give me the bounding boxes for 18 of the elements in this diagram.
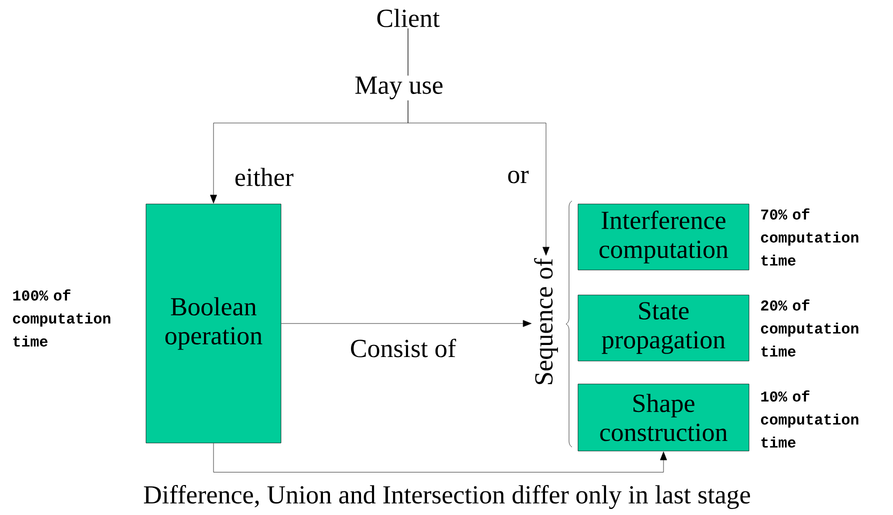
process-box: State propagation (578, 294, 750, 362)
group-label: Sequence of (534, 258, 558, 384)
edge-label: Consist of (350, 338, 456, 358)
percentage-label: 70% of computation time (761, 208, 858, 266)
arrow (408, 28, 550, 256)
caption: Difference, Union and Intersection differ only in last stage (144, 485, 750, 509)
text-label: May use (354, 76, 444, 100)
percentage-label: 100% of computation time (13, 289, 110, 347)
arrow (213, 443, 667, 472)
process-box: Shape construction (578, 384, 750, 452)
percentage-label: 20% of computation time (761, 299, 858, 357)
edge-label: or (508, 170, 529, 184)
process-box: Boolean operation (146, 204, 282, 444)
process-box: Interference computation (578, 204, 750, 270)
actor-label: Client (377, 8, 440, 28)
arrow (281, 320, 532, 327)
edge-label: either (235, 168, 294, 186)
percentage-label: 10% of computation time (761, 390, 858, 448)
